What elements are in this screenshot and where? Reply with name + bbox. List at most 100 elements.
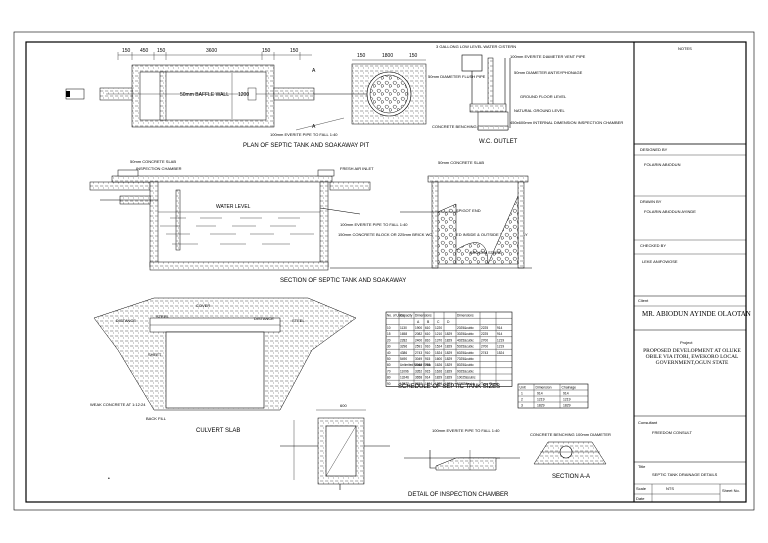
small-table-header: Chainage <box>562 386 577 390</box>
table-cell: 9025&cubic <box>457 369 474 373</box>
date-label: Date <box>636 496 645 501</box>
sheet-mark: • <box>108 476 110 482</box>
table-cell: 1829 <box>445 382 452 386</box>
table-cell: 810 <box>425 338 431 342</box>
table-cell: 1219 <box>563 398 571 402</box>
section-aa-benching: CONCRETE BENCHING 100mm DIAMETER <box>530 432 611 437</box>
schedule-header-cell: Dimensions <box>415 314 432 318</box>
table-cell: 1219 <box>497 345 504 349</box>
plan-pipe-note: 100mm EVERITE PIPE TO FALL 1:40 <box>270 132 338 137</box>
schedule-subheader-cell: D <box>447 320 450 324</box>
checked-by-label: CHECKED BY <box>640 243 666 248</box>
table-cell: 910 <box>425 351 431 355</box>
culvert-weak-label: WEAK CONCRETE AT 1:12:24 <box>90 402 146 407</box>
table-cell: 2282 <box>400 338 407 342</box>
culvert-cover-label: COVER <box>196 303 210 308</box>
sheet-label: Sheet No. <box>722 488 740 493</box>
table-cell: 40 <box>387 351 391 355</box>
plan-dim-6: 150 <box>290 48 299 54</box>
table-cell: 1626 <box>435 363 442 367</box>
soak-dim-3: 150 <box>409 53 418 59</box>
scale-label: Scale <box>636 486 647 491</box>
drawing-label: Title <box>638 464 646 469</box>
wc-ground-floor-label: GROUND FLOOR LEVEL <box>520 94 567 99</box>
table-cell: 1524 <box>497 351 504 355</box>
notes-heading: NOTES <box>678 46 692 51</box>
table-cell: 2 <box>521 398 523 402</box>
table-cell: 15572 <box>400 382 409 386</box>
section-aa-title: SECTION A-A <box>552 474 590 480</box>
table-cell: 60 <box>387 363 391 367</box>
table-cell: 2700 <box>481 338 488 342</box>
table-cell: 2225 <box>481 332 488 336</box>
plan-dim-1200: 1200 <box>238 92 249 98</box>
table-cell: 1130 <box>400 326 407 330</box>
section-septic-tank: 50mm CONCRETE SLAB INSPECTION CHAMBER FR… <box>89 159 532 284</box>
soak-dim-1: 150 <box>357 53 366 59</box>
wc-benching-label: CONCRETE BENCHING <box>432 124 477 129</box>
section-chamber-label: INSPECTION CHAMBER <box>136 166 182 171</box>
table-cell: 914 <box>563 392 569 396</box>
table-cell: 3049 <box>415 357 422 361</box>
table-cell: 3048 <box>415 363 422 367</box>
culvert-slab-detail: COVER DISTANCE STEEL DISTANCE STEEL SHEE… <box>90 297 357 434</box>
table-cell: 1829 <box>445 357 452 361</box>
table-cell: 15 <box>387 332 391 336</box>
table-cell: 4025&cubic <box>457 338 474 342</box>
inspection-title: DETAIL OF INSPECTION CHAMBER <box>408 492 509 498</box>
table-cell: 2700 <box>481 345 488 349</box>
project-text-box: PROPOSED DEVELOPMENT AT OLUKE OBILE VIA … <box>643 348 741 366</box>
wc-cistern-label: 3 GALLONG LOW LEVEL WATER CISTERN <box>436 44 516 49</box>
wc-outlet-detail: 3 GALLONG LOW LEVEL WATER CISTERN 100mm … <box>428 44 623 145</box>
section-mark-top: A <box>312 68 316 74</box>
consultant-label: Consultant <box>638 420 658 425</box>
table-cell: 915 <box>425 357 431 361</box>
table-cell: 914 <box>497 332 503 336</box>
table-cell: 1829 <box>435 376 442 380</box>
consultant-name: FREEDOM CONSULT <box>652 430 692 435</box>
table-cell: 1370 <box>435 338 442 342</box>
small-table-header: Dimension <box>536 386 552 390</box>
table-cell: 1900 <box>415 326 422 330</box>
table-cell: 2591 <box>415 345 422 349</box>
table-cell: 20 <box>387 338 391 342</box>
table-cell: 1210 <box>435 332 442 336</box>
table-cell: 30 <box>387 345 391 349</box>
culvert-sheet-label: SHEET <box>148 352 162 357</box>
designed-by-label: DESIGNED BY <box>640 147 668 152</box>
culvert-title: CULVERT SLAB <box>196 428 240 434</box>
plan-dim-1: 150 <box>122 48 131 54</box>
schedule-title: SCHEDULE OF SEPTIC TANK SIZES <box>398 384 500 390</box>
schedule-type-label: Type Sheet <box>481 382 498 386</box>
table-cell: 1600 <box>435 357 442 361</box>
schedule-subheader-cell: A <box>417 320 420 324</box>
inspection-chamber-section: 100mm EVERITE PIPE TO FALL 1:40 DETAIL O… <box>404 428 520 498</box>
soak-dim-2: 1800 <box>382 53 393 59</box>
inspection-pipe-label: 100mm EVERITE PIPE TO FALL 1:40 <box>432 428 500 433</box>
schedule-header-cell: Dimensions <box>457 314 474 318</box>
table-cell: 915 <box>425 369 431 373</box>
table-cell: 10025&cubic <box>457 376 476 380</box>
table-cell: 1829 <box>563 404 571 408</box>
soak-spigot-label: SPIGOT END <box>456 208 481 213</box>
table-cell: 1524 <box>435 345 442 349</box>
table-cell: 1829 <box>445 351 452 355</box>
table-cell: 6025&cubic <box>457 351 474 355</box>
plan-title: PLAN OF SEPTIC TANK AND SOAKAWAY PIT <box>243 143 369 149</box>
section-title: SECTION OF SEPTIC TANK AND SOAKAWAY <box>280 278 406 284</box>
table-cell: 2225 <box>481 326 488 330</box>
table-cell: 910 <box>425 345 431 349</box>
section-slab-label: 50mm CONCRETE SLAB <box>130 159 176 164</box>
wc-flush-label: 50mm DIAMETER FLUSH PIPE <box>428 74 486 79</box>
table-cell: 5490 <box>400 357 407 361</box>
designer-name: FOLARIN ABIODUN <box>644 162 681 167</box>
